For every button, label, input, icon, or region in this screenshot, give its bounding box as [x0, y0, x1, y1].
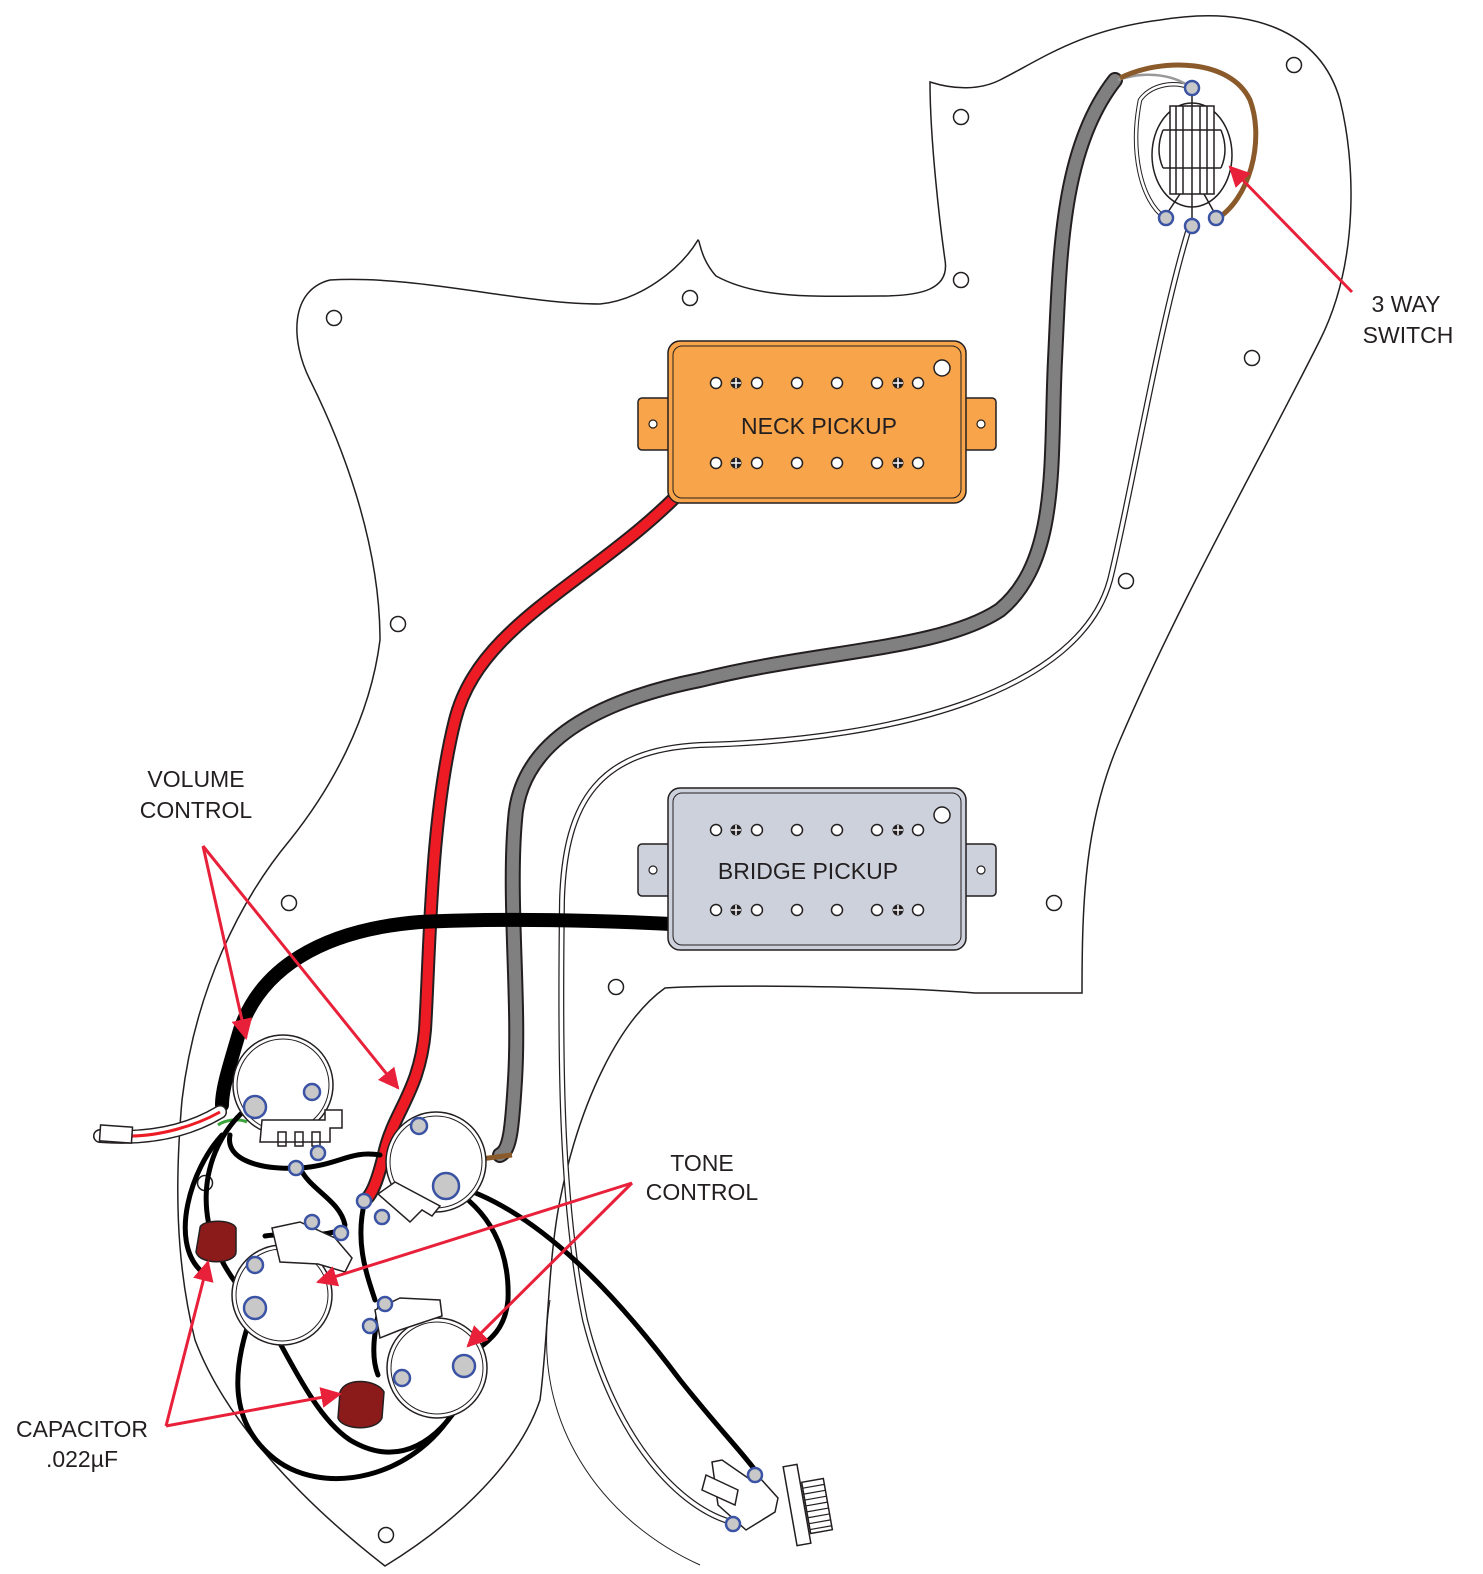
tone-pot-bridge [374, 1297, 488, 1419]
neck-pickup-corner-hole [933, 359, 951, 377]
neck-pickup-label: NECK PICKUP [741, 413, 897, 439]
output-jack [701, 1459, 834, 1547]
screw-hole [1285, 56, 1303, 74]
screw-hole [952, 271, 970, 289]
volume-pot-bridge [376, 1111, 487, 1224]
jack-cavity-outline [546, 1299, 701, 1566]
volume-label-line1: VOLUME [147, 766, 244, 792]
tone-label-line1: TONE [670, 1150, 733, 1176]
pot-lugs [376, 1181, 442, 1224]
pot-lugs [259, 1109, 343, 1143]
bridge-pickup-ear-hole [976, 865, 986, 875]
screw-hole [1243, 349, 1261, 367]
capacitor-neck-tone [195, 1220, 237, 1263]
output-lead-tip [98, 1124, 134, 1144]
screw-hole [377, 1526, 395, 1544]
tone-arrow-neck [315, 1181, 633, 1287]
neck-pickup-body [667, 340, 967, 504]
switch-brown-wire [1118, 62, 1259, 223]
screw-hole [607, 978, 625, 996]
switch-label-line2: SWITCH [1363, 322, 1454, 348]
capacitor-arrow-neck [164, 1259, 214, 1427]
ground-wires [182, 1107, 758, 1482]
bridge-pole-pieces [709, 823, 925, 917]
bridge-pickup-body [667, 787, 967, 951]
screw-hole [389, 615, 407, 633]
solder-terminals [242, 79, 1225, 1533]
screw-hole [681, 289, 699, 307]
capacitor-bridge-tone [337, 1380, 385, 1429]
screw-holes [196, 56, 1303, 1544]
bridge-pickup-ear-hole [648, 865, 658, 875]
neck-pickup-ear-hole [976, 419, 986, 429]
screw-hole [280, 894, 298, 912]
three-way-switch [1151, 92, 1233, 222]
screw-hole [952, 108, 970, 126]
bridge-pickup-label: BRIDGE PICKUP [718, 858, 898, 884]
capacitor-arrow-bridge [165, 1387, 343, 1428]
switch-arrow [1228, 165, 1354, 294]
jack-thread [800, 1477, 834, 1535]
bridge-pickup-corner-hole [933, 806, 951, 824]
tone-arrow-bridge [466, 1181, 634, 1348]
annotation-arrows [164, 165, 1354, 1428]
volume-arrow-bridge [201, 845, 400, 1090]
screw-hole [1045, 894, 1063, 912]
capacitor-label-line2: .022µF [46, 1446, 118, 1472]
volume-label-line2: CONTROL [140, 797, 253, 823]
volume-arrow-neck [201, 845, 253, 1041]
neck-pickup: NECK PICKUP [637, 340, 997, 504]
switch-label-line1: 3 WAY [1371, 291, 1440, 317]
jack-barrel [782, 1463, 812, 1547]
bridge-pickup-black-wire [215, 912, 697, 1112]
neck-pole-pieces [709, 376, 925, 470]
tone-label-line2: CONTROL [646, 1179, 759, 1205]
bridge-pickup: BRIDGE PICKUP [637, 787, 997, 951]
screw-hole [325, 309, 343, 327]
capacitor-label-line1: CAPACITOR [16, 1416, 148, 1442]
neck-pickup-ear-hole [648, 419, 658, 429]
screw-hole [1117, 572, 1135, 590]
